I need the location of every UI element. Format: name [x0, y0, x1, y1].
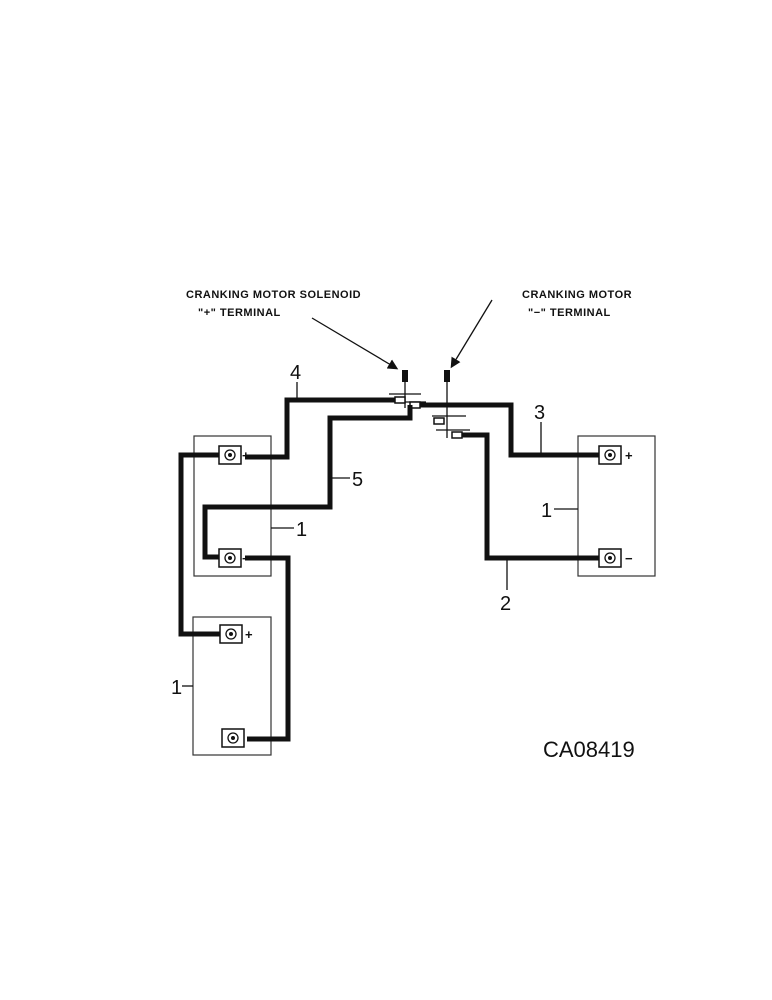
- solenoid-callout-line1: CRANKING MOTOR SOLENOID: [186, 289, 361, 301]
- battery-right: [577, 435, 656, 577]
- motor-callout-line2: "−" TERMINAL: [528, 307, 611, 319]
- cable-3: [420, 402, 600, 458]
- cable-4: [245, 397, 395, 460]
- solenoid-leader-arrow: [311, 317, 399, 370]
- battery-lower-left-positive-terminal: [219, 624, 243, 644]
- item-number-3: 3: [534, 402, 545, 424]
- sign-upper-left-negative: −: [242, 551, 250, 566]
- item-number-1-upper-left: 1: [296, 519, 307, 541]
- battery-upper-left-positive-terminal: [218, 445, 242, 465]
- battery-right-negative-terminal: [598, 548, 622, 568]
- solenoid-callout-line2: "+" TERMINAL: [198, 307, 281, 319]
- item-number-1-right: 1: [541, 500, 552, 522]
- cable-jumper-negative: [245, 555, 291, 742]
- item-number-5: 5: [352, 469, 363, 491]
- sign-right-positive: +: [625, 448, 633, 463]
- item-number-4: 4: [290, 362, 301, 384]
- cable-5: [202, 405, 413, 560]
- sign-lower-left-positive: +: [245, 627, 253, 642]
- battery-upper-left-negative-terminal: [218, 548, 242, 568]
- motor-callout-line1: CRANKING MOTOR: [522, 289, 632, 301]
- motor-leader-arrow: [450, 299, 493, 369]
- item-number-2: 2: [500, 593, 511, 615]
- figure-id: CA08419: [543, 737, 635, 762]
- cable-jumper-positive: [178, 452, 224, 637]
- battery-lower-left-negative-terminal: [221, 728, 245, 748]
- battery-right-positive-terminal: [598, 445, 622, 465]
- item-number-1-lower-left: 1: [171, 677, 182, 699]
- sign-upper-left-positive: +: [242, 448, 250, 463]
- cable-2: [462, 432, 600, 561]
- sign-lower-left-negative: −: [248, 731, 256, 746]
- sign-right-negative: −: [625, 551, 633, 566]
